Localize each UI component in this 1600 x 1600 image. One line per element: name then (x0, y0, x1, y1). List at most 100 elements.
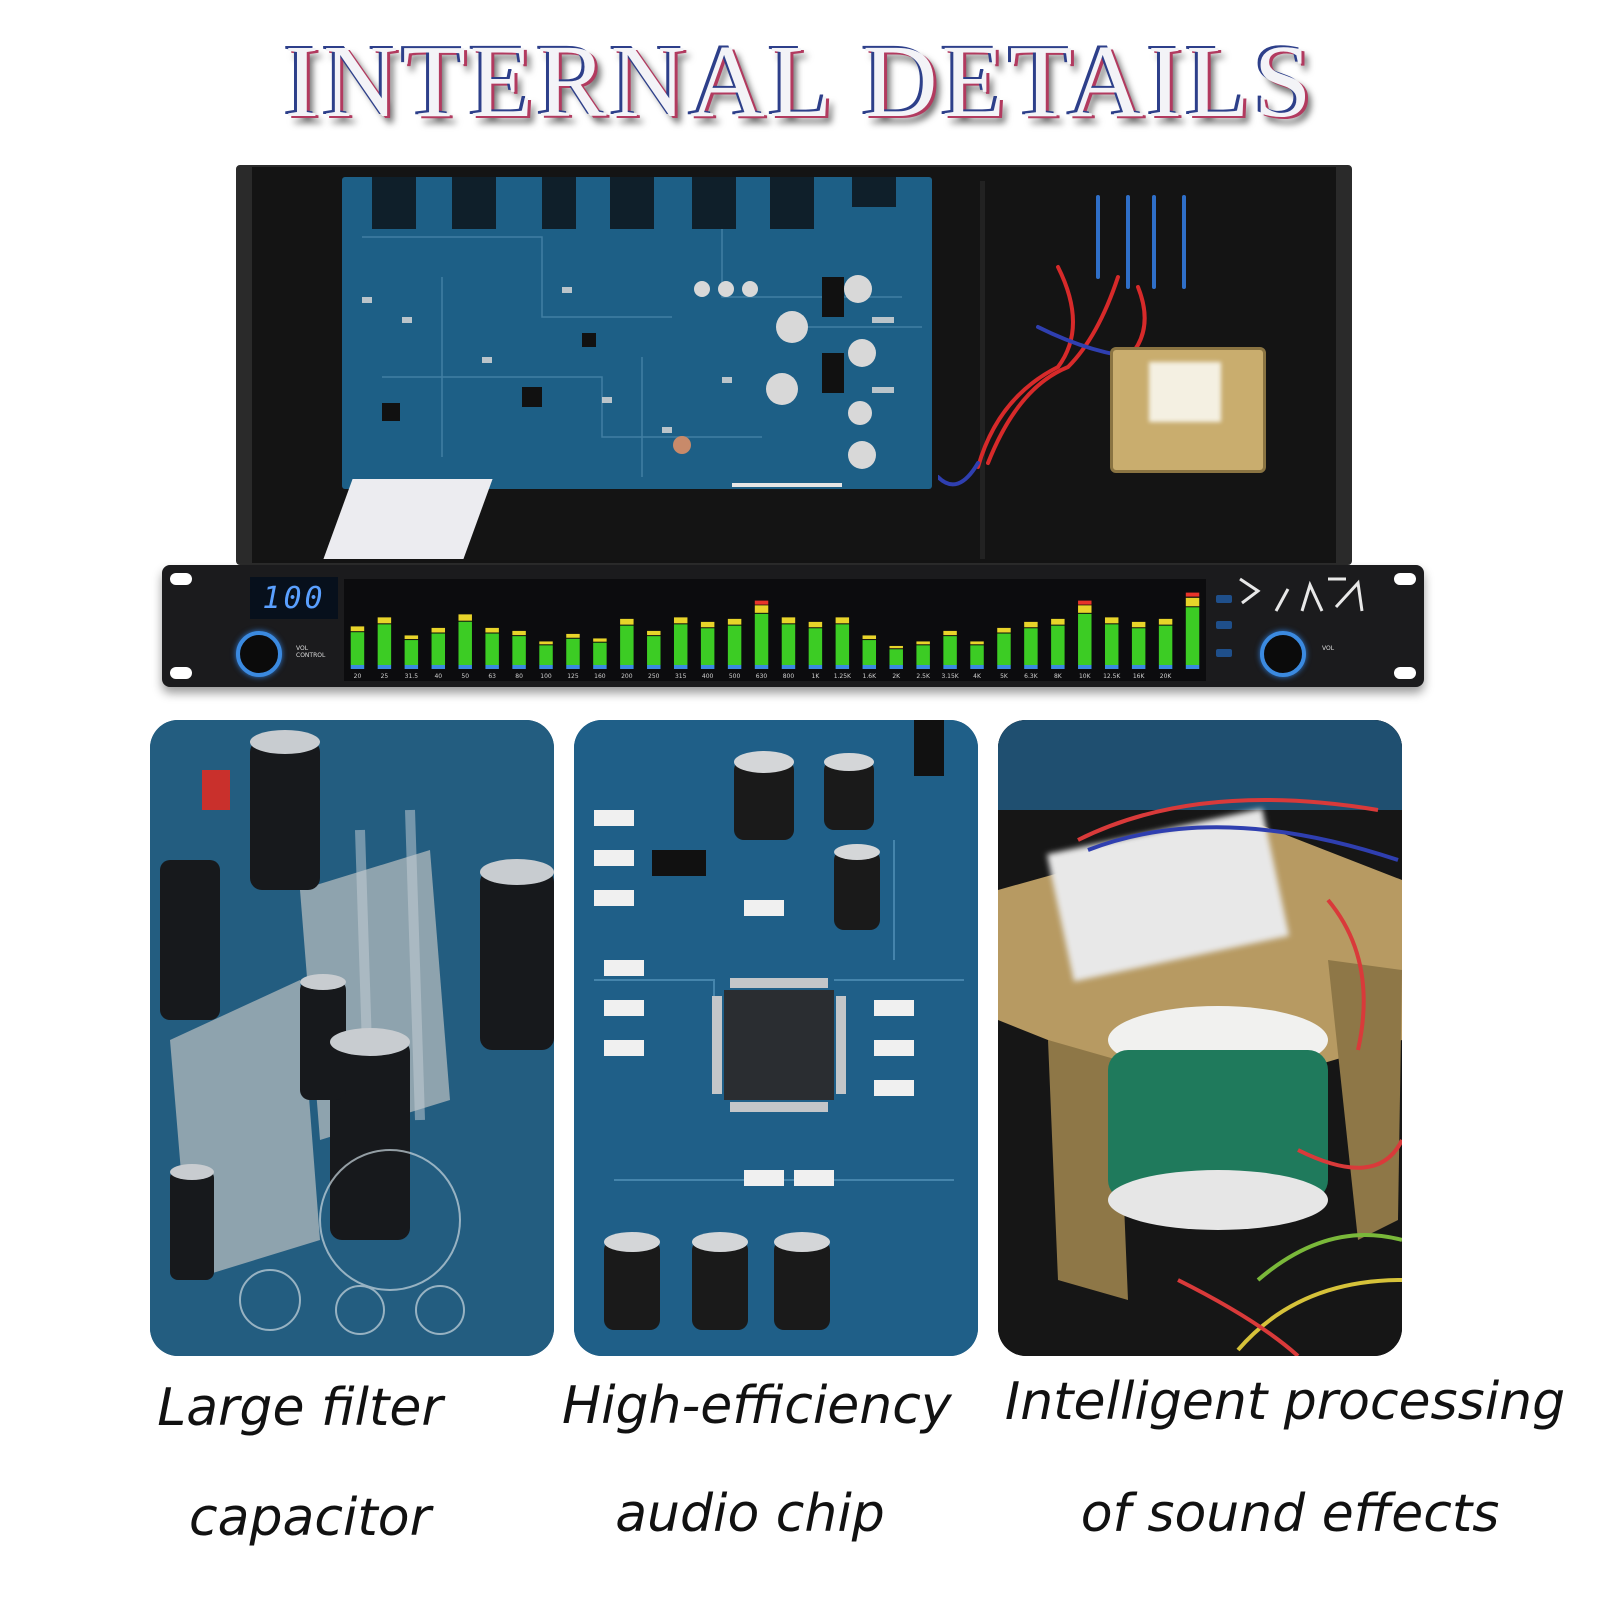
volume-knob-right[interactable] (1260, 631, 1306, 677)
spectrum-bar-green (997, 633, 1011, 665)
spectrum-bar (350, 626, 365, 669)
spectrum-bar (647, 630, 661, 669)
display-value: 100 (262, 581, 326, 616)
caption-1-line1: Large filter (157, 1378, 443, 1438)
band-label: 25 (381, 673, 389, 680)
knob-right-label: VOL (1322, 645, 1335, 652)
rack-ear-hole (1394, 667, 1416, 679)
spectrum-bar-base (727, 665, 742, 669)
spectrum-bar-green (539, 645, 553, 665)
band-label: 2K (892, 673, 901, 680)
spectrum-bar-green (727, 625, 742, 665)
knob-left-label: VOL CONTROL (296, 645, 326, 659)
page-title: INTERNAL DETAILS (284, 24, 1316, 139)
spectrum-bar-yellow (1078, 605, 1092, 613)
spectrum-bar-yellow (700, 621, 715, 628)
spectrum-bar-yellow (593, 638, 607, 642)
spectrum-bar-yellow (889, 645, 903, 649)
spectrum-bar-base (781, 665, 796, 669)
brand-logo (1239, 577, 1364, 612)
spectrum-bar-base (350, 665, 365, 669)
photo-audio-chip (574, 720, 978, 1356)
spectrum-bar-green (485, 633, 499, 665)
spectrum-bar-green (431, 633, 446, 665)
main-circuit-board (342, 177, 932, 489)
preset-button[interactable] (1216, 621, 1232, 629)
caption-2-line2: audio chip (615, 1484, 885, 1544)
spectrum-bar (1051, 618, 1065, 669)
spectrum-bar-yellow (943, 630, 957, 636)
spectrum-bar-green (458, 621, 472, 665)
spectrum-bar-green (512, 636, 526, 665)
spectrum-bar (673, 617, 688, 669)
caption-3-line2: of sound effects (1080, 1484, 1500, 1544)
spectrum-bar-base (916, 665, 930, 669)
band-label: 20K (1160, 673, 1173, 680)
preset-button[interactable] (1216, 649, 1232, 657)
band-label: 63 (488, 673, 496, 680)
spectrum-bar (1131, 621, 1146, 669)
rack-ear-hole (170, 573, 192, 585)
spectrum-bar-green (835, 624, 850, 665)
spectrum-bar-green (1158, 625, 1173, 665)
spectrum-bar (754, 600, 769, 669)
band-label: 1K (812, 673, 821, 680)
spectrum-bar (1185, 592, 1200, 669)
band-label: 20 (354, 673, 362, 680)
spectrum-bar-base (808, 665, 823, 669)
spectrum-bar-yellow (1185, 597, 1200, 607)
chip-body (724, 990, 834, 1100)
band-label: 16K (1133, 673, 1146, 680)
band-label: 400 (702, 673, 714, 680)
spectrum-bar-base (458, 665, 472, 669)
transformer-coil (1108, 1050, 1328, 1200)
spectrum-bar (1104, 617, 1119, 669)
spectrum-bar-yellow (997, 627, 1011, 633)
band-label: 4K (973, 673, 982, 680)
spectrum-bar-base (1131, 665, 1146, 669)
volume-knob-left[interactable] (236, 631, 282, 677)
spectrum-bar-base (1024, 665, 1038, 669)
spectrum-bar (700, 621, 715, 669)
band-label: 100 (540, 673, 552, 680)
spectrum-bar-base (754, 665, 769, 669)
spectrum-bar (1158, 618, 1173, 669)
spectrum-bar (997, 627, 1011, 669)
spectrum-bar (377, 617, 392, 669)
spectrum-bar-base (566, 665, 580, 669)
spectrum-bar-base (889, 665, 903, 669)
spectrum-bar-yellow (1131, 621, 1146, 628)
preset-button[interactable] (1216, 595, 1232, 603)
spectrum-bar-yellow (1104, 617, 1119, 624)
band-label: 800 (783, 673, 795, 680)
spectrum-bar-green (916, 645, 930, 665)
spectrum-bar (458, 614, 472, 669)
level-display: 100 (250, 577, 338, 619)
band-label: 12.5K (1103, 673, 1121, 680)
spectrum-bar (970, 641, 984, 669)
band-label: 160 (594, 673, 606, 680)
rack-ear-hole (170, 667, 192, 679)
spectrum-bar-base (1078, 665, 1092, 669)
spectrum-bar-green (1104, 624, 1119, 665)
band-label: 500 (729, 673, 741, 680)
band-label: 125 (567, 673, 579, 680)
rack-ear-hole (1394, 573, 1416, 585)
spectrum-bar-yellow (1024, 621, 1038, 628)
band-label: 200 (621, 673, 633, 680)
spectrum-bar-base (404, 665, 419, 669)
spectrum-bar-yellow (620, 618, 634, 625)
spectrum-bar-yellow (862, 635, 877, 640)
chassis-interior-photo (236, 165, 1352, 565)
spectrum-bar-yellow (647, 630, 661, 636)
spectrum-bar-base (485, 665, 499, 669)
band-label: 630 (756, 673, 768, 680)
band-label: 31.5 (405, 673, 419, 680)
spectrum-bar-green (377, 624, 392, 665)
spectrum-bar-yellow (781, 617, 796, 624)
band-label: 5K (1000, 673, 1009, 680)
power-wiring (938, 195, 1190, 487)
spectrum-bar (1078, 600, 1092, 669)
spectrum-bar-yellow (377, 617, 392, 624)
